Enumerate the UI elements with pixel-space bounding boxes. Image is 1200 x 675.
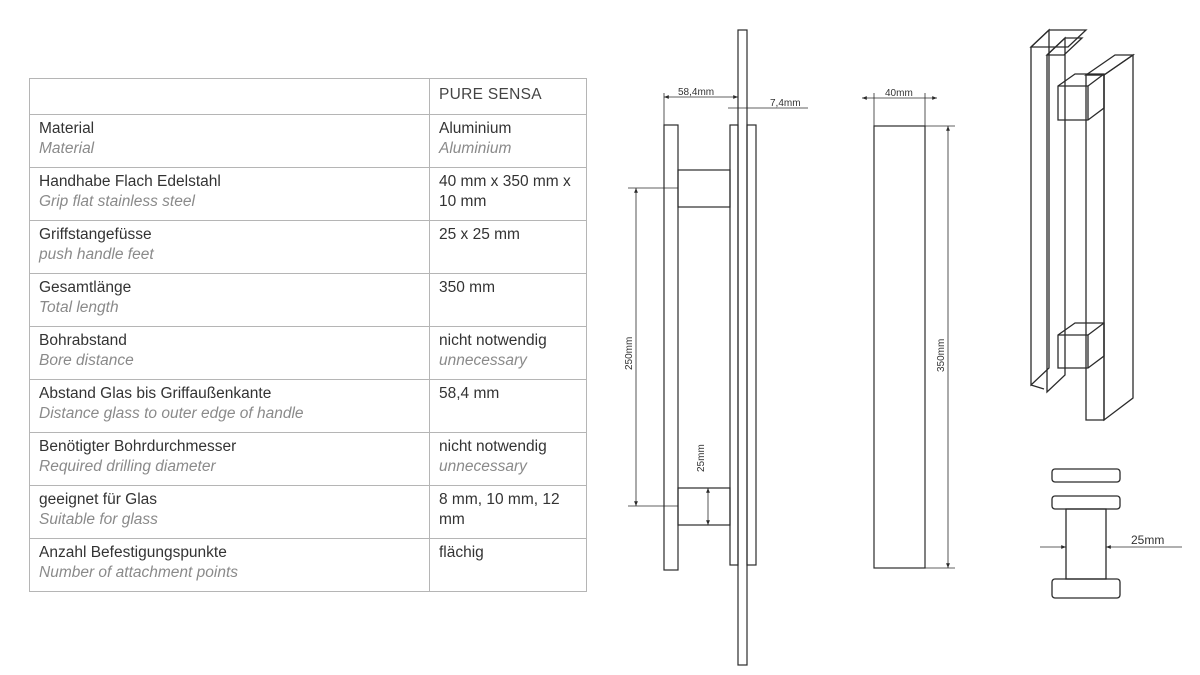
- dim-glass-label: 7,4mm: [770, 98, 801, 109]
- spec-value: 8 mm, 10 mm, 12 mm: [439, 491, 560, 528]
- iso-back-plate-edge: [1030, 384, 1045, 390]
- section-top-plate: [1051, 495, 1121, 510]
- iso-bottom-foot-edge2: [1087, 322, 1105, 336]
- table-row: Griffstangefüsse push handle feet 25 x 25 …: [29, 220, 587, 274]
- spec-value: nicht notwendig: [439, 332, 547, 349]
- dim-width-label: 40mm: [885, 88, 913, 99]
- iso-back-plate-side: [1030, 28, 1050, 387]
- section-view-drawing: [1040, 468, 1182, 599]
- spec-value-cell: flächig: [429, 538, 587, 592]
- spec-value-cell: 8 mm, 10 mm, 12 mm: [429, 485, 587, 539]
- dim-bore-label: 250mm: [624, 337, 635, 370]
- spec-label-de: Gesamtlänge: [39, 279, 132, 296]
- spec-label-en: Required drilling diameter: [39, 458, 216, 475]
- section-foot: [1065, 508, 1107, 580]
- iso-top-foot-edge2: [1087, 73, 1105, 87]
- outer-grip-bar: [663, 124, 679, 571]
- iso-grip-top: [1083, 54, 1136, 76]
- spec-value: nicht notwendig: [439, 438, 547, 455]
- spec-label-en: Grip flat stainless steel: [39, 193, 195, 210]
- spec-label-en: Total length: [39, 299, 119, 316]
- spec-value-en: unnecessary: [439, 352, 527, 369]
- front-view-drawing: [862, 93, 955, 569]
- grip-front: [873, 125, 926, 569]
- spec-label-en: Suitable for glass: [39, 511, 158, 528]
- spec-value: 350 mm: [439, 279, 495, 296]
- bottom-foot: [677, 487, 731, 526]
- spec-label-en: Bore distance: [39, 352, 134, 369]
- section-bottom-plate: [1051, 578, 1121, 599]
- spec-value: flächig: [439, 544, 484, 561]
- side-view-drawing: [628, 29, 808, 666]
- spec-label-de: Material: [39, 120, 95, 137]
- spec-value-en: Aluminium: [439, 140, 512, 157]
- section-dim-label: 25mm: [1131, 533, 1164, 547]
- spec-label-de: Bohrabstand: [39, 332, 127, 349]
- spec-label-cell: Griffstangefüsse push handle feet: [29, 220, 430, 274]
- iso-grip-side: [1103, 53, 1134, 422]
- spec-label-de: Abstand Glas bis Griffaußenkante: [39, 385, 272, 402]
- spec-value-cell: 40 mm x 350 mm x 10 mm: [429, 167, 587, 221]
- spec-value-en: unnecessary: [439, 458, 527, 475]
- dim-depth-label: 58,4mm: [678, 87, 714, 98]
- dim-foot-label: 25mm: [696, 444, 707, 472]
- spec-label-de: Anzahl Befestigungspunkte: [39, 544, 227, 561]
- spec-label-de: geeignet für Glas: [39, 491, 158, 508]
- spec-label-de: Benötigter Bohrdurchmesser: [39, 438, 237, 455]
- spec-label-en: Distance glass to outer edge of handle: [39, 405, 304, 422]
- isometric-view-drawing: [1029, 28, 1136, 422]
- spec-value: Aluminium: [439, 120, 512, 137]
- dim-length-label: 350mm: [936, 339, 947, 372]
- spec-label-de: Griffstangefüsse: [39, 226, 152, 243]
- spec-label-de: Handhabe Flach Edelstahl: [39, 173, 221, 190]
- spec-label-en: Material: [39, 140, 95, 157]
- section-glass-cap: [1051, 468, 1121, 483]
- spec-value-cell: nicht notwendig unnecessary: [429, 432, 587, 486]
- spec-value-cell: 350 mm: [429, 273, 587, 327]
- spec-label-en: push handle feet: [39, 246, 154, 263]
- iso-front-plate-side: [1046, 36, 1066, 394]
- spec-value-cell: 58,4 mm: [429, 379, 587, 433]
- spec-value: 58,4 mm: [439, 385, 500, 402]
- back-plate: [746, 124, 757, 566]
- spec-value: 25 x 25 mm: [439, 226, 520, 243]
- glass-pane: [737, 29, 748, 666]
- spec-label-en: Number of attachment points: [39, 564, 239, 581]
- top-foot: [677, 169, 731, 208]
- spec-value: 40 mm x 350 mm x 10 mm: [439, 173, 571, 210]
- inner-plate: [729, 124, 739, 566]
